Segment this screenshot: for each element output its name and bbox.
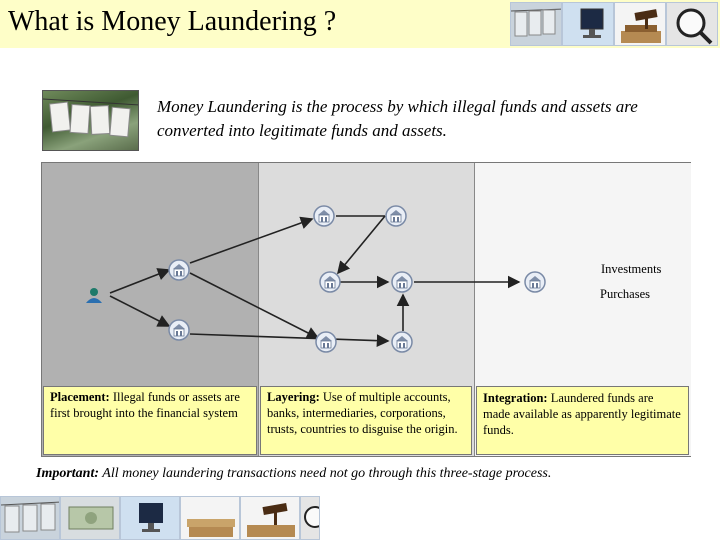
process-diagram: Investments Purchases Placement: Illegal… [41,162,691,457]
layering-heading: Layering: [267,390,320,404]
magnifier-icon [666,2,718,46]
purchases-label: Purchases [600,287,650,301]
integration-heading: Integration: [483,391,548,405]
gavel-icon [240,496,300,540]
flow-arrows [86,205,546,353]
note-text: All money laundering transactions need n… [99,466,552,481]
computer-monitor-icon [562,2,614,46]
note-prefix: Important: [36,466,100,481]
investments-label: Investments [601,262,662,276]
integration-text: Laundered funds are made available as ap… [483,391,681,437]
gavel-icon [614,2,666,46]
definition-text: Money Laundering is the process by which… [157,97,638,140]
magnifier-icon [300,496,320,540]
money-stack-icon [60,496,120,540]
bank-building-icon [168,205,546,353]
laundry-money-icon [510,2,562,46]
placement-heading: Placement: [50,390,110,404]
person-icon [86,288,102,303]
integration-box: Integration: Laundered funds are made av… [476,386,689,455]
laundry-money-icon [0,496,60,540]
page-title: What is Money Laundering ? [8,6,337,37]
placement-text: Illegal funds or assets are first brough… [50,390,240,420]
computer-monitor-icon [120,496,180,540]
title-bar: What is Money Laundering ? [0,0,720,48]
layering-box: Layering: Use of multiple accounts, bank… [260,386,472,455]
placement-box: Placement: Illegal funds or assets are f… [43,386,257,455]
layering-text: Use of multiple accounts, banks, interme… [267,390,458,436]
important-note: Important: All money laundering transact… [36,466,551,482]
books-icon [180,496,240,540]
footer-image-strip [0,492,720,540]
laundry-money-photo [42,90,139,151]
